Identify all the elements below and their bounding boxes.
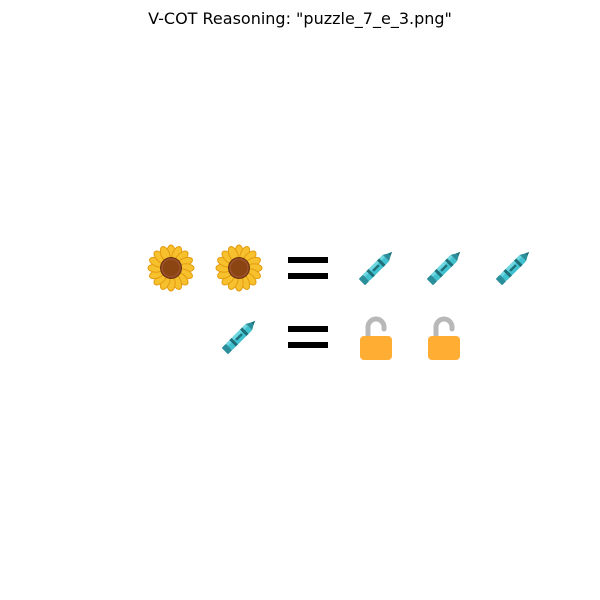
equals-sign-icon bbox=[283, 243, 333, 293]
sunflower-icon bbox=[146, 243, 196, 293]
equals-sign-icon bbox=[283, 312, 333, 362]
crayon-icon bbox=[488, 243, 538, 293]
sunflower-icon bbox=[214, 243, 264, 293]
unlocked-padlock-icon bbox=[351, 312, 401, 362]
page-title: V-COT Reasoning: "puzzle_7_e_3.png" bbox=[148, 9, 452, 28]
crayon-icon bbox=[419, 243, 469, 293]
unlocked-padlock-icon bbox=[419, 312, 469, 362]
crayon-icon bbox=[351, 243, 401, 293]
crayon-icon bbox=[214, 312, 264, 362]
